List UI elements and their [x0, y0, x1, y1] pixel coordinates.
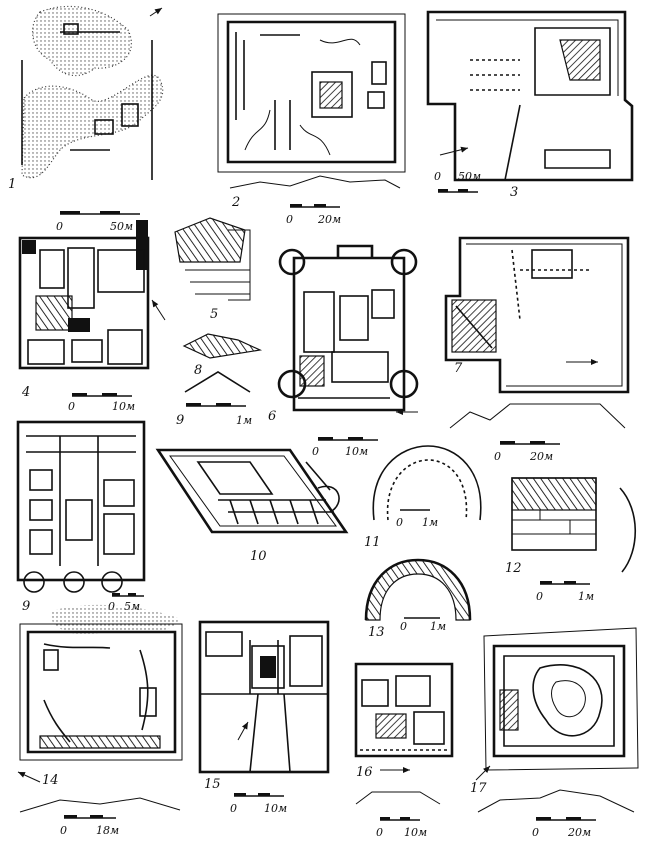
fig-number-9: 9 — [22, 599, 30, 614]
plan-17: 17 0 20м — [470, 627, 639, 839]
brick-detail-8: 8 9 1м — [176, 333, 263, 428]
scale-end-3: 50м — [458, 170, 481, 183]
fig-number-10: 10 — [250, 549, 267, 564]
scale-start-1: 0 — [56, 220, 63, 233]
fig-number-6: 6 — [268, 409, 276, 424]
plan-4: 4 0 10м — [18, 220, 166, 413]
plan-7: 7 0 20м — [444, 236, 630, 463]
plan-6: 6 0 10м — [268, 244, 419, 458]
plan-16: 16 0 10м — [354, 662, 454, 839]
plan-1: 1 0 50м — [8, 5, 164, 233]
scale-end-16: 10м — [404, 826, 427, 839]
fig-number-11: 11 — [364, 535, 381, 550]
scale-start-16: 0 — [376, 826, 383, 839]
scale-end-1: 50м — [110, 220, 133, 233]
scale-end-17: 20м — [567, 826, 591, 839]
fig-number-3: 3 — [510, 185, 518, 200]
fig-number-16: 16 — [356, 765, 373, 780]
scale-end-12: 1м — [578, 590, 594, 603]
scale-end-4: 10м — [112, 400, 135, 413]
wall-12: 12 0 1м — [505, 477, 637, 603]
fig-number-9-label: 9 — [176, 413, 184, 428]
arch-13: 13 0 1м — [364, 558, 472, 640]
fig-number-14: 14 — [42, 773, 59, 788]
fig-number-13: 13 — [368, 625, 385, 640]
plan-2: 2 0 20м — [217, 13, 406, 226]
scale-end-7: 20м — [529, 450, 553, 463]
scale-end-13: 1м — [430, 620, 446, 633]
scale-start-12: 0 — [536, 590, 543, 603]
fig-number-8: 8 — [194, 363, 202, 378]
scale-end-14: 18м — [96, 824, 119, 837]
scale-end-6: 10м — [345, 445, 368, 458]
plan-9: 9 0 5м — [16, 420, 146, 614]
fig-number-1: 1 — [8, 177, 16, 192]
fig-number-15: 15 — [204, 777, 221, 792]
fig-number-5: 5 — [210, 307, 218, 322]
scale-start-17: 0 — [532, 826, 539, 839]
fig-number-2: 2 — [231, 195, 240, 210]
fig-number-7: 7 — [454, 361, 463, 376]
fig-number-17: 17 — [470, 781, 487, 796]
plan-14: 14 0 18м — [17, 604, 183, 837]
plan-10: 10 — [155, 448, 349, 564]
scale-start-2: 0 — [286, 213, 293, 226]
brick-detail-5: 5 — [174, 217, 251, 322]
scale-end-11: 1м — [422, 516, 438, 529]
plan-3: 3 0 50м — [426, 10, 634, 200]
scale-start-13: 0 — [400, 620, 407, 633]
scale-start-4: 0 — [68, 400, 75, 413]
scale-start-15: 0 — [230, 802, 237, 815]
plan-15: 15 0 10м — [198, 620, 330, 815]
scale-end-2: 20м — [317, 213, 341, 226]
scale-start-11: 0 — [396, 516, 403, 529]
shared-scale-end: 1м — [236, 414, 252, 427]
fig-number-4: 4 — [21, 385, 30, 400]
scale-end-15: 10м — [264, 802, 287, 815]
scale-start-3: 0 — [434, 170, 441, 183]
scale-start-7: 0 — [494, 450, 501, 463]
arch-11: 11 0 1м — [364, 445, 482, 550]
fig-number-12: 12 — [505, 561, 522, 576]
scale-start-14: 0 — [60, 824, 67, 837]
scale-start-6: 0 — [312, 445, 319, 458]
